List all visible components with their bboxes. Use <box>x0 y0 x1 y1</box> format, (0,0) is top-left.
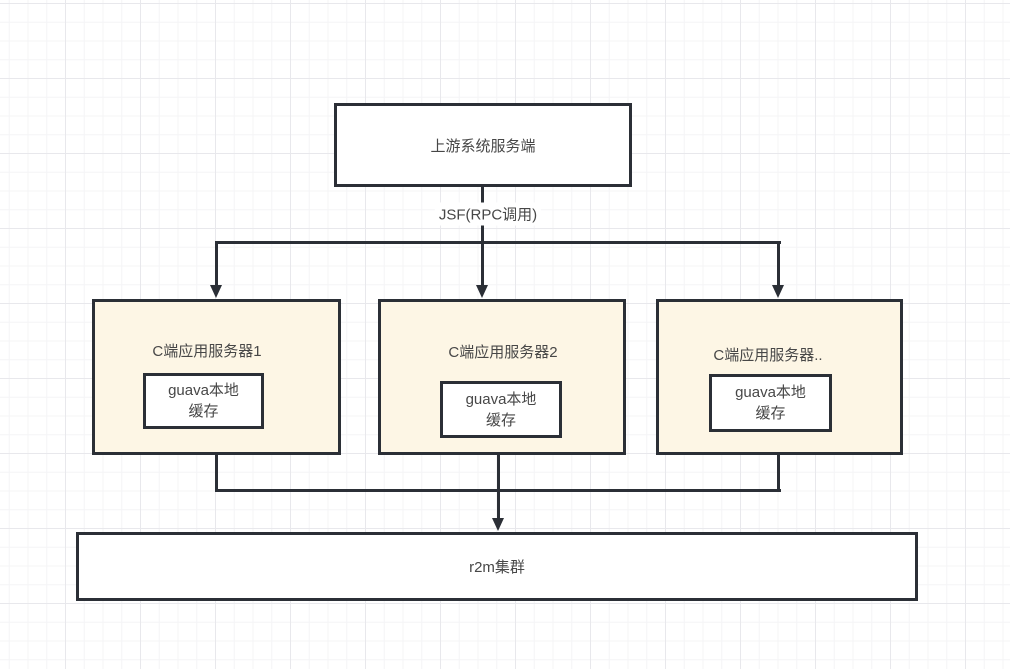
guava-cache-label-line2: 缓存 <box>755 405 786 422</box>
node-guava-cache-3[interactable]: guava本地 缓存 <box>709 374 832 432</box>
app-server-1-label: C端应用服务器1 <box>152 343 262 360</box>
edge-distributor-line[interactable] <box>215 241 781 244</box>
node-guava-cache-1[interactable]: guava本地 缓存 <box>143 373 264 429</box>
edge-from-app-server-3[interactable] <box>777 455 780 492</box>
node-guava-cache-2[interactable]: guava本地 缓存 <box>440 381 562 438</box>
node-r2m-cluster[interactable]: r2m集群 <box>76 532 918 601</box>
arrowhead-down-icon <box>210 285 222 298</box>
arrowhead-down-icon <box>772 285 784 298</box>
arrowhead-down-icon <box>476 285 488 298</box>
node-app-server-2[interactable]: C端应用服务器2 guava本地 缓存 <box>378 299 626 455</box>
node-app-server-1[interactable]: C端应用服务器1 guava本地 缓存 <box>92 299 341 455</box>
arrowhead-down-icon <box>492 518 504 531</box>
edge-to-app-server-2[interactable] <box>481 241 484 286</box>
app-server-3-label: C端应用服务器.. <box>713 347 823 364</box>
upstream-server-label: 上游系统服务端 <box>430 137 536 155</box>
guava-cache-label-line1: guava本地 <box>465 390 537 408</box>
node-upstream-server[interactable]: 上游系统服务端 <box>334 103 632 187</box>
edge-to-app-server-1[interactable] <box>215 241 218 286</box>
guava-cache-label-line1: guava本地 <box>735 384 806 401</box>
edge-from-app-server-1[interactable] <box>215 455 218 492</box>
edge-to-app-server-3[interactable] <box>777 241 780 286</box>
guava-cache-label-line1: guava本地 <box>168 382 239 399</box>
edge-label-rpc-call[interactable]: JSF(RPC调用) <box>434 202 542 226</box>
guava-cache-label-line2: 缓存 <box>485 411 516 429</box>
edge-to-r2m-cluster[interactable] <box>497 455 500 519</box>
guava-cache-label-line2: 缓存 <box>188 403 219 420</box>
r2m-cluster-label: r2m集群 <box>469 559 525 576</box>
app-server-2-label: C端应用服务器2 <box>448 344 558 361</box>
node-app-server-3[interactable]: C端应用服务器.. guava本地 缓存 <box>656 299 903 455</box>
